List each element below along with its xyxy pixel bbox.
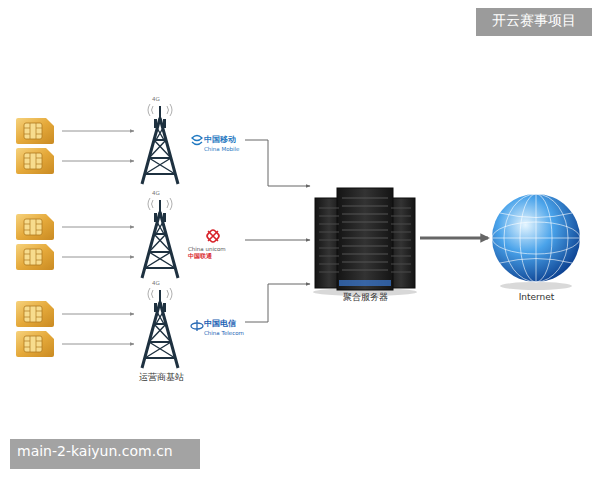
logo-stem xyxy=(196,320,197,331)
base-station-tower xyxy=(142,104,178,184)
connector-arrow xyxy=(245,284,310,322)
sim-arrow xyxy=(62,257,134,258)
aggregation-server: 聚合服务器 xyxy=(310,180,420,308)
connector-arrow xyxy=(245,240,310,241)
server-unit xyxy=(337,188,393,290)
operator-name: China Telecom xyxy=(204,330,244,337)
globe-parallel xyxy=(492,238,580,239)
globe-parallel xyxy=(492,222,580,254)
signal-label: 4G xyxy=(152,280,160,287)
sim-card xyxy=(16,244,54,270)
china-unicom-logo xyxy=(203,226,223,246)
server-rack xyxy=(313,188,417,296)
server-vents xyxy=(342,198,388,270)
sim-card xyxy=(16,118,54,144)
server-glow xyxy=(339,280,391,286)
base-station-tower xyxy=(142,198,178,278)
operator-base-station: 中国移动China Mobile xyxy=(130,104,245,186)
globe-grid xyxy=(492,194,580,282)
internet-globe: Internet xyxy=(488,186,585,304)
globe-shadow xyxy=(500,282,572,290)
watermark: 开云赛事项目 xyxy=(476,8,592,36)
signal-label: 4G xyxy=(152,96,160,103)
globe-sphere xyxy=(492,194,580,282)
watermark: main-2-kaiyun.com.cn xyxy=(10,439,200,469)
operator-name: 中国联通 xyxy=(188,253,212,260)
operator-name: 中国电信 xyxy=(204,319,236,329)
node-label: Internet xyxy=(488,292,585,303)
sim-card xyxy=(16,331,54,357)
operator-name: 中国移动 xyxy=(204,135,236,145)
connector-arrow xyxy=(420,237,488,240)
globe xyxy=(492,194,580,290)
node-label: 聚合服务器 xyxy=(310,292,420,303)
sim-card xyxy=(16,301,54,327)
sim-arrow xyxy=(62,344,134,345)
operator-name: China Mobile xyxy=(204,146,240,153)
sim-arrows xyxy=(62,131,134,344)
logo-swirl xyxy=(192,142,202,145)
operator-name: China unicom xyxy=(188,246,226,253)
china-mobile-logo xyxy=(192,136,202,145)
sim-card xyxy=(16,214,54,240)
logo-knot xyxy=(203,226,223,246)
operator-base-station: 中国电信China Telecom xyxy=(130,288,245,370)
sim-arrow xyxy=(62,314,134,315)
sim-arrow xyxy=(62,227,134,228)
signal-label: 4G xyxy=(152,190,160,197)
connector-arrow xyxy=(245,140,310,186)
sim-arrow xyxy=(62,161,134,162)
base-station-tower xyxy=(142,288,178,368)
group-label: 运营商基站 xyxy=(136,372,186,383)
operator-base-station: China unicom中国联通 xyxy=(130,198,245,280)
globe-parallel xyxy=(500,213,572,263)
logo-swirl xyxy=(192,136,202,141)
sim-card xyxy=(16,148,54,174)
china-telecom-logo xyxy=(191,320,203,331)
sim-arrow xyxy=(62,131,134,132)
